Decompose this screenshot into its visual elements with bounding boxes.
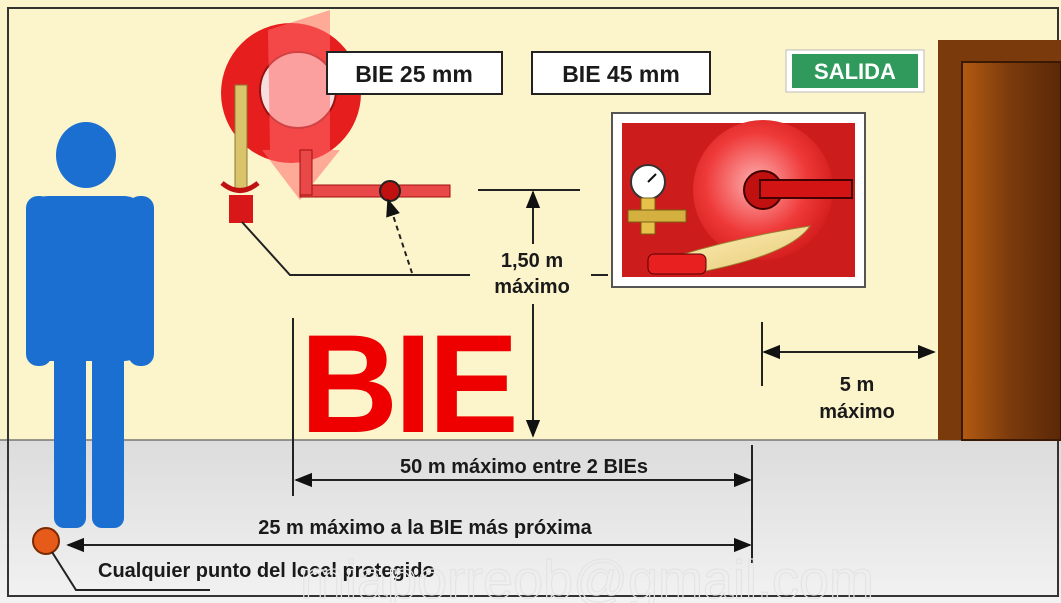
person-silhouette (26, 122, 154, 528)
salida-sign: SALIDA (785, 49, 925, 93)
svg-text:BIE 45 mm: BIE 45 mm (562, 61, 680, 87)
bie-45-cabinet (611, 112, 866, 288)
door-distance-dimension: 5 m máximo (761, 322, 936, 428)
floor-background (0, 440, 1061, 603)
exit-door (938, 40, 1061, 441)
nearest-bie-dimension: 25 m máximo a la BIE más próxima (66, 517, 752, 553)
leader-line-bie25 (241, 221, 470, 276)
svg-text:SALIDA: SALIDA (814, 59, 896, 84)
bie-25-label: BIE 25 mm (326, 51, 503, 95)
height-value: 1,50 m (501, 250, 563, 272)
height-dimension: 1,50 m máximo (473, 189, 608, 438)
door-distance-qualifier: máximo (819, 401, 895, 423)
any-point-marker: Cualquier punto del local protegido (32, 527, 435, 591)
between-bies-label: 50 m máximo entre 2 BIEs (400, 456, 648, 478)
nearest-bie-label: 25 m máximo a la BIE más próxima (258, 517, 592, 539)
leader-line-valve (386, 198, 413, 274)
big-bie-title: BIE (300, 305, 515, 462)
between-bies-dimension: 50 m máximo entre 2 BIEs (292, 318, 753, 563)
bie-45-label: BIE 45 mm (531, 51, 711, 95)
any-point-label: Cualquier punto del local protegido (98, 560, 435, 582)
bie-25-reel (220, 10, 451, 223)
door-distance-value: 5 m (840, 374, 874, 396)
watermark-text: miaporreob@gmail.com (300, 550, 874, 603)
height-qualifier: máximo (494, 276, 570, 298)
svg-text:BIE 25 mm: BIE 25 mm (355, 61, 473, 87)
